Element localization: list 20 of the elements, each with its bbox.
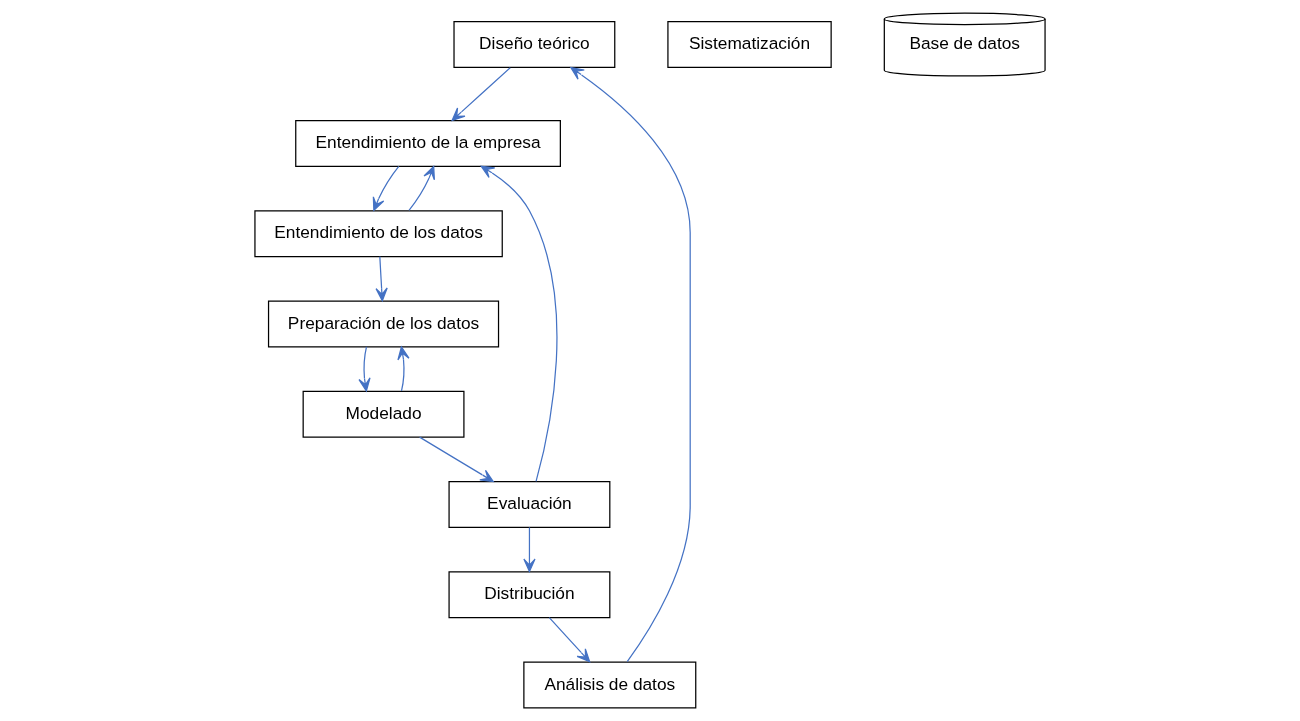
node-box: Modelado bbox=[302, 390, 465, 438]
node-box: Análisis de datos bbox=[523, 661, 697, 709]
arrow bbox=[523, 526, 536, 573]
arrow bbox=[358, 346, 371, 392]
arrow bbox=[570, 66, 691, 663]
arrow bbox=[451, 67, 511, 122]
node-box: Diseño teórico bbox=[453, 21, 616, 69]
node-box: Preparación de los datos bbox=[267, 300, 500, 348]
node-box: Evaluación bbox=[448, 481, 611, 528]
arrow bbox=[419, 436, 494, 483]
node-box: Distribución bbox=[448, 571, 611, 619]
arrow bbox=[408, 165, 435, 211]
arrow bbox=[372, 165, 400, 211]
arrow bbox=[480, 165, 558, 482]
node-box: Entendimiento de la empresa bbox=[295, 119, 561, 167]
node-box: Sistematización bbox=[667, 21, 832, 69]
arrow bbox=[375, 256, 388, 302]
arrow bbox=[397, 346, 410, 392]
arrow bbox=[548, 617, 591, 663]
node-box: Entendimiento de los datos bbox=[254, 210, 503, 258]
